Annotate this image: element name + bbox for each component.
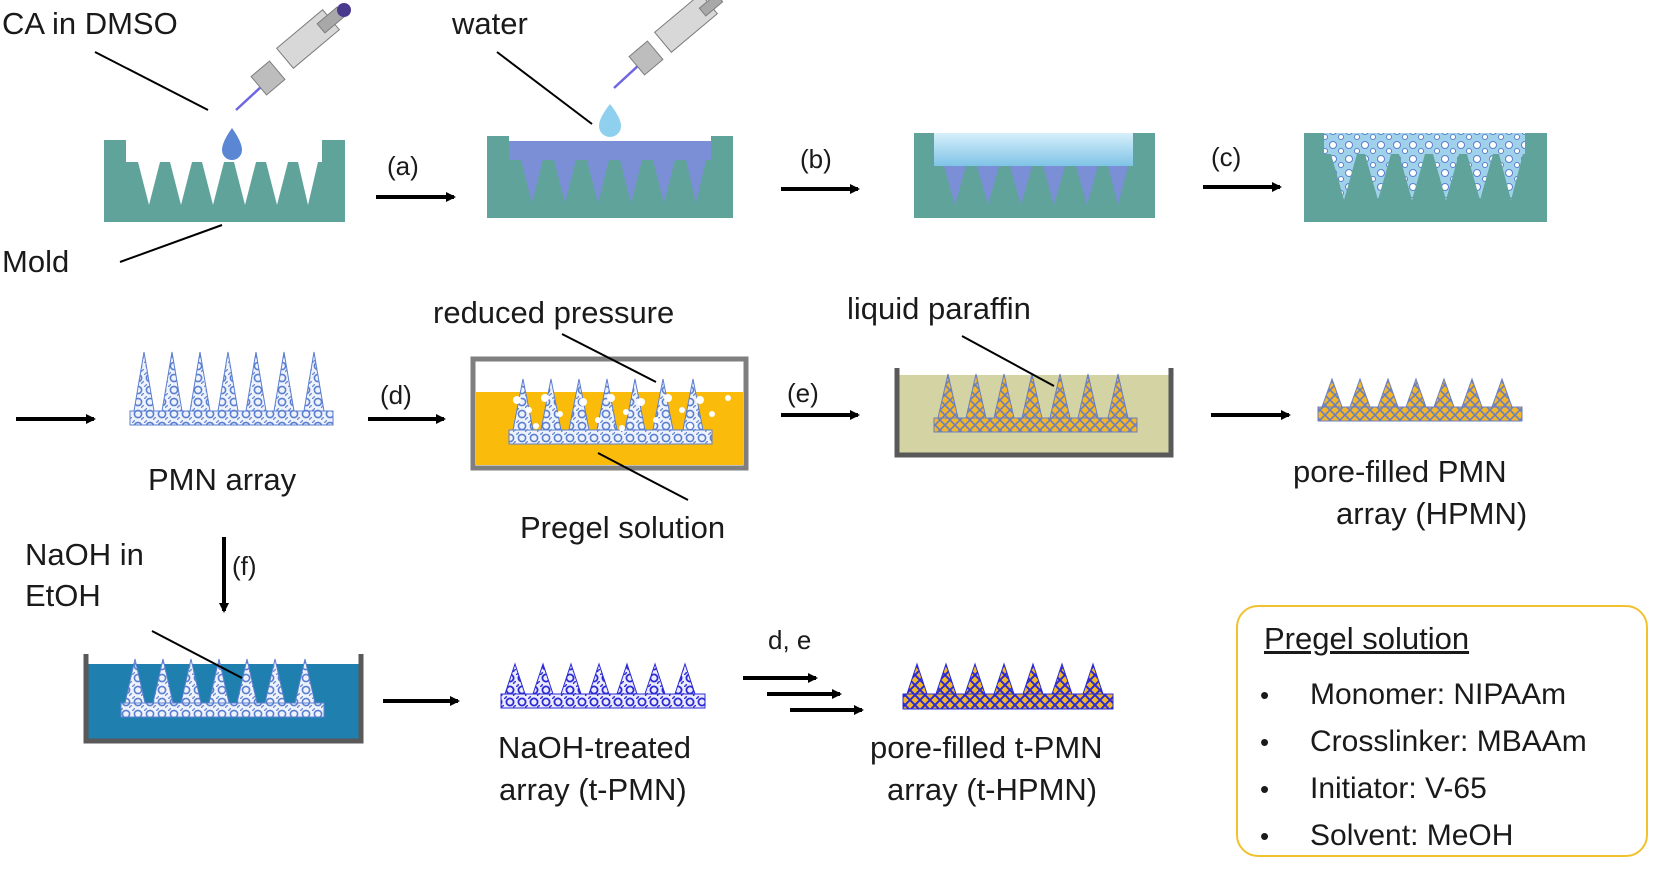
thpmn-label-line2: array (t-HPMN) (887, 772, 1097, 807)
mold-water-layer (914, 133, 1155, 218)
legend-item-text: Solvent: MeOH (1310, 819, 1514, 852)
legend-item: • Crosslinker: MBAAm (1260, 718, 1587, 765)
bullet-icon: • (1260, 821, 1270, 851)
ca-in-dmso-label: CA in DMSO (2, 6, 178, 41)
hpmn-array (1317, 377, 1523, 422)
reduced-pressure-leader (561, 333, 657, 383)
naoh-bath (83, 654, 364, 744)
legend-item-text: Initiator: V-65 (1310, 772, 1487, 805)
pmn-array-label: PMN array (148, 462, 297, 497)
hpmn-label-line1: pore-filled PMN (1293, 454, 1507, 489)
tpmn-label-line1: NaOH-treated (498, 730, 691, 765)
thpmn-array (902, 662, 1114, 710)
legend-item: • Monomer: NIPAAm (1260, 671, 1587, 718)
water-leader (496, 51, 593, 125)
naoh-leader (151, 630, 243, 679)
arrow-de-triple (743, 673, 864, 715)
mold-ca-filled (487, 136, 733, 218)
thpmn-label-line1: pore-filled t-PMN (870, 730, 1103, 765)
step-b-label: (b) (800, 144, 832, 174)
bullet-icon: • (1260, 774, 1270, 804)
legend-title: Pregel solution (1264, 621, 1470, 656)
legend-list: • Monomer: NIPAAm • Crosslinker: MBAAm • In… (1260, 671, 1587, 859)
pregel-solution-leader (597, 452, 689, 501)
reduced-pressure-label: reduced pressure (433, 295, 674, 330)
bullet-icon: • (1260, 727, 1270, 757)
ca-in-dmso-leader (94, 51, 209, 111)
step-f-label: (f) (232, 551, 257, 581)
bullet-icon: • (1260, 680, 1270, 710)
step-d-label: (d) (380, 380, 412, 410)
naoh-label-line1: NaOH in (25, 537, 144, 572)
naoh-label-line2: EtOH (25, 578, 101, 613)
mold-leader (119, 224, 223, 263)
tpmn-array (500, 662, 706, 709)
water-drop (599, 104, 621, 137)
step-e-label: (e) (787, 378, 819, 408)
hpmn-label-line2: array (HPMN) (1336, 496, 1527, 531)
legend-item: • Initiator: V-65 (1260, 765, 1587, 812)
step-c-label: (c) (1211, 142, 1241, 172)
mold-porous (1304, 133, 1547, 222)
mold-label: Mold (2, 244, 69, 279)
water-label: water (451, 6, 528, 41)
liquid-paraffin-leader (961, 335, 1055, 387)
liquid-paraffin-label: liquid paraffin (847, 291, 1031, 326)
pmn-array (129, 351, 334, 426)
pregel-solution-label: Pregel solution (520, 510, 725, 545)
pregel-legend-box: Pregel solution • Monomer: NIPAAm • Crossl… (1236, 605, 1648, 857)
pregel-vacuum-chamber (470, 356, 749, 471)
pipette-2-icon (613, 0, 724, 89)
legend-item-text: Monomer: NIPAAm (1310, 678, 1567, 711)
paraffin-bath (894, 368, 1174, 458)
mold-empty (104, 140, 345, 222)
tpmn-label-line2: array (t-PMN) (499, 772, 687, 807)
pipette-1-icon (235, 3, 351, 111)
ca-drop (222, 128, 242, 160)
step-de-label: d, e (768, 625, 811, 655)
legend-item: • Solvent: MeOH (1260, 812, 1587, 859)
step-a-label: (a) (387, 151, 419, 181)
legend-item-text: Crosslinker: MBAAm (1310, 725, 1587, 758)
